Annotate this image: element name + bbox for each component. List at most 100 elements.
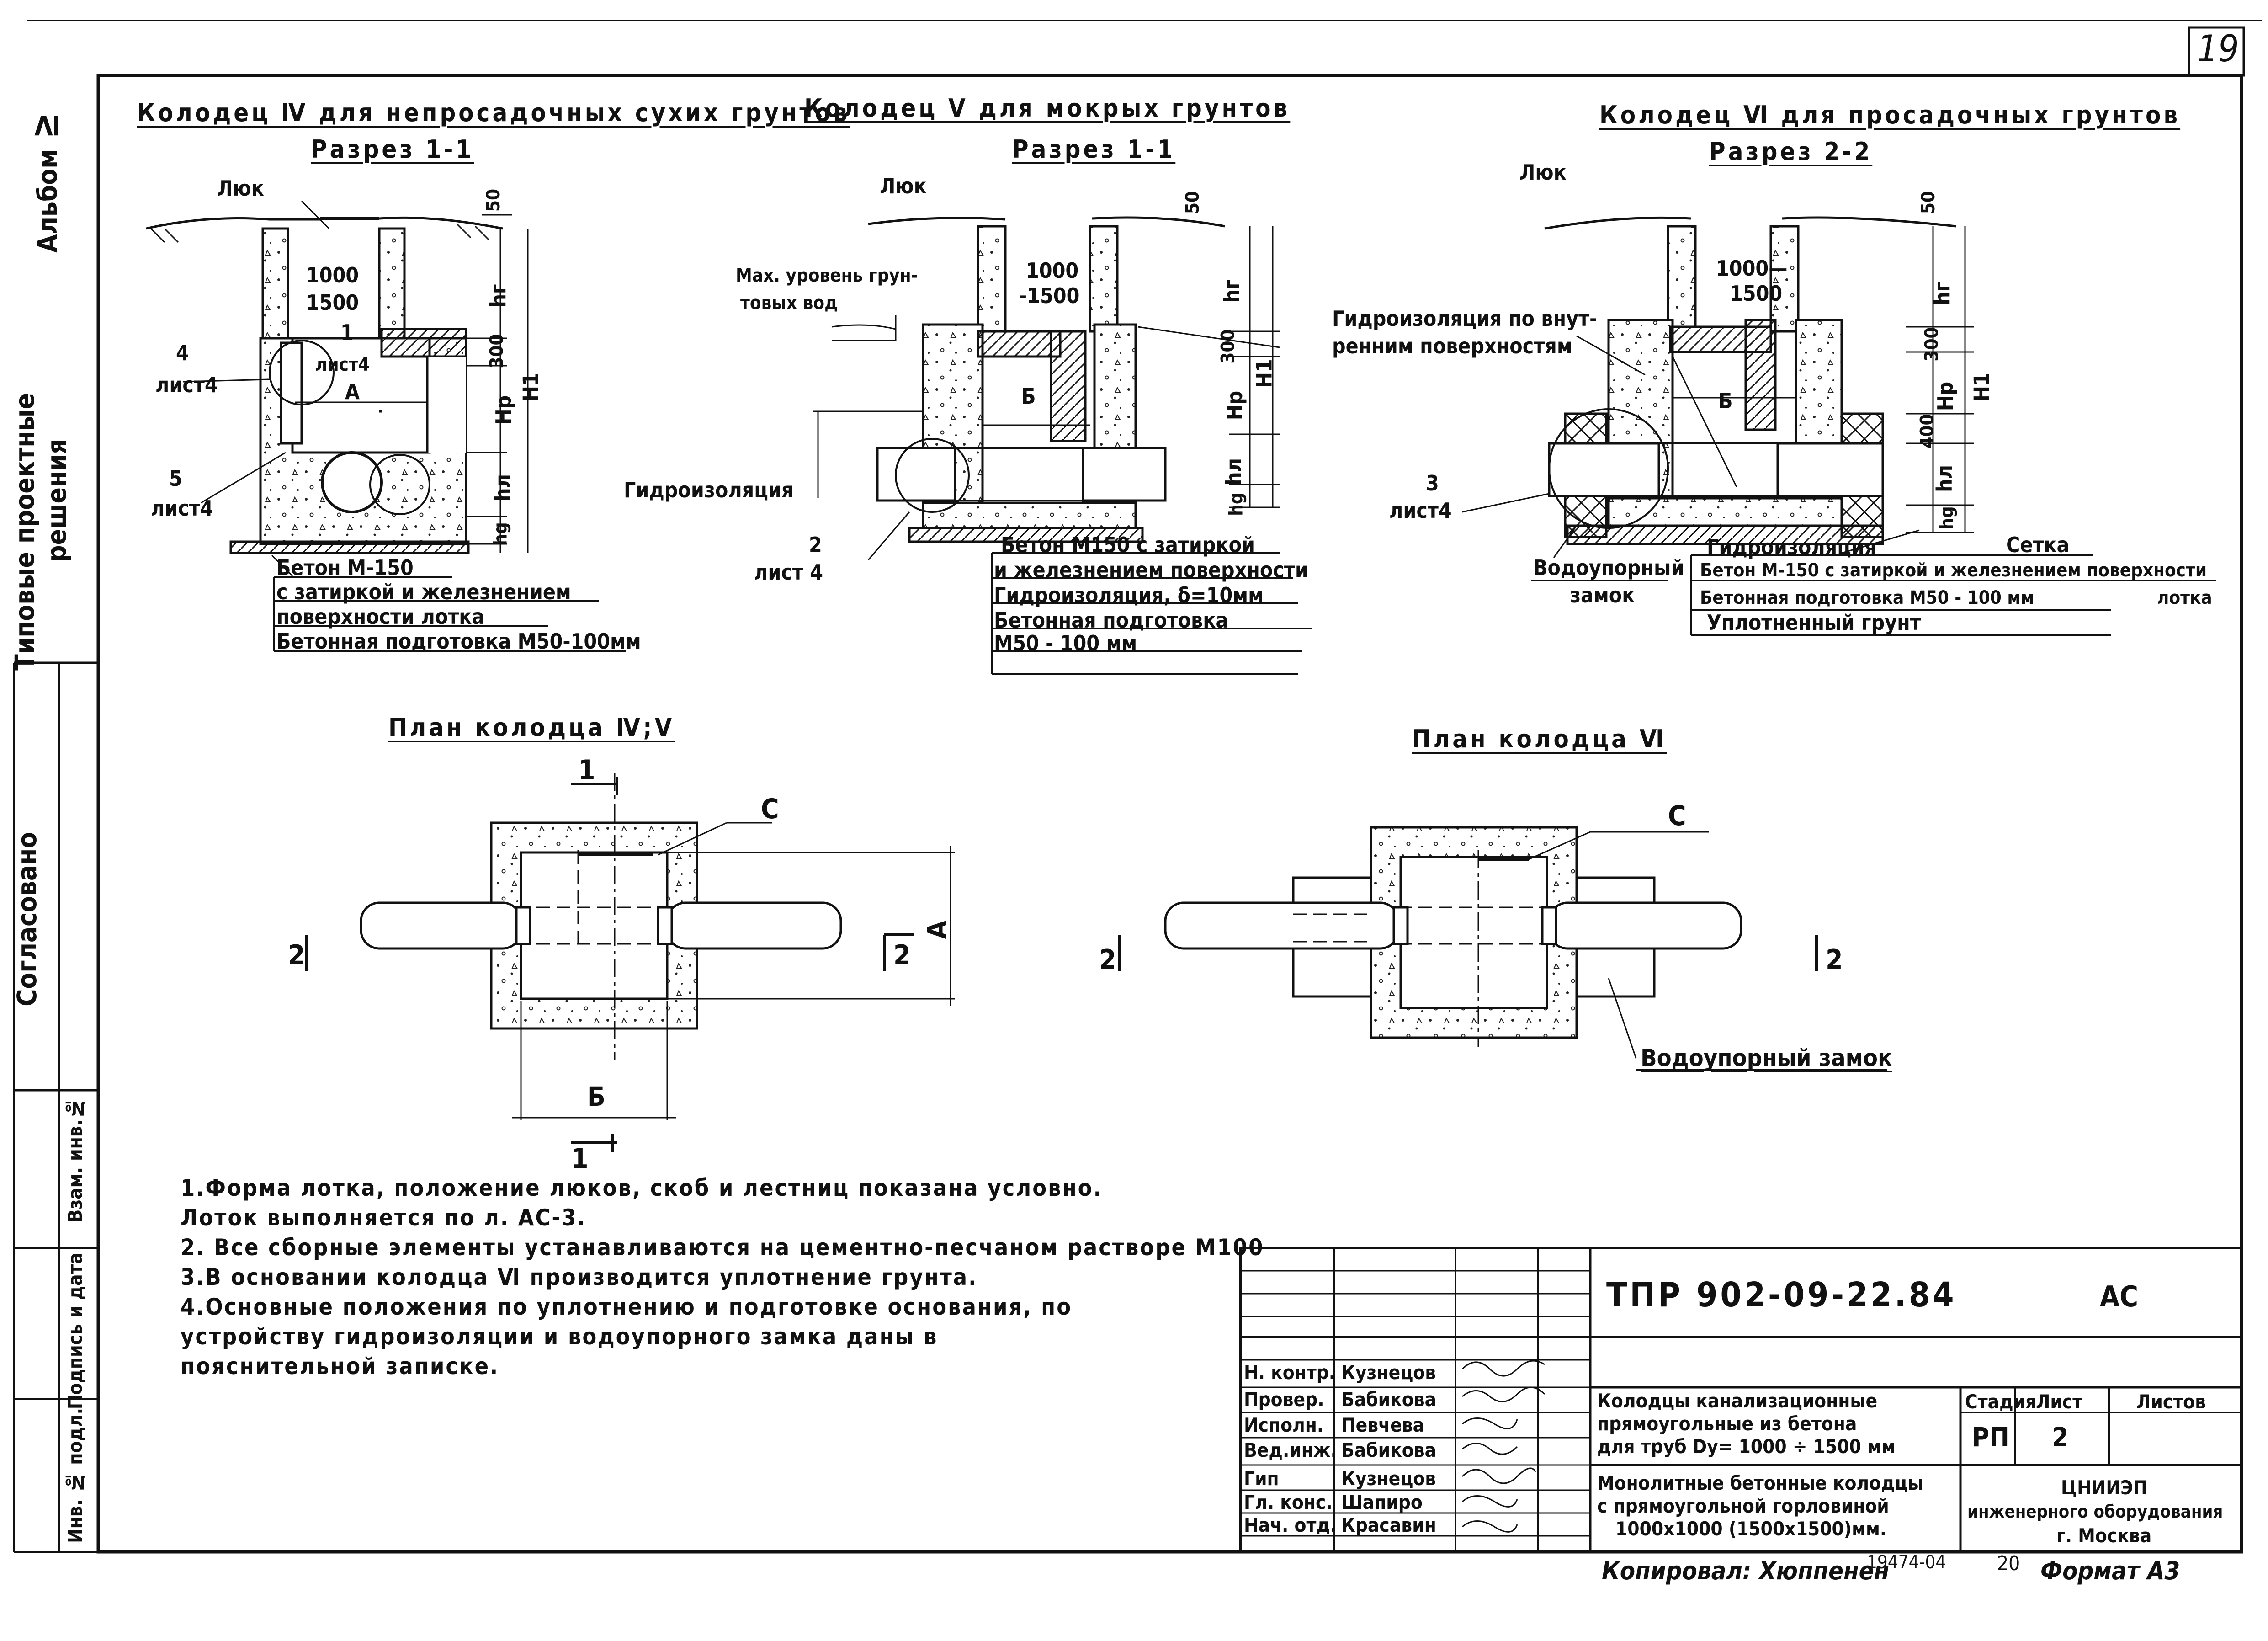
sheet-value: 2 bbox=[2052, 1422, 2069, 1453]
iv-ref5-sheet: лист4 bbox=[151, 496, 213, 521]
v-dim-300: 300 bbox=[1217, 329, 1239, 364]
vi-dim-H1: H1 bbox=[1969, 373, 1994, 402]
plan-iv-v-cut2-right: 2 bbox=[893, 939, 911, 971]
iv-size-1000: 1000 bbox=[306, 263, 359, 288]
vi-lock-1: Водоупорный bbox=[1533, 555, 1684, 580]
vi-legend-2: Бетон М-150 с затиркой и железнением пов… bbox=[1700, 560, 2207, 581]
format-label: Формат А3 bbox=[2040, 1556, 2180, 1585]
v-letter-B: Б bbox=[1021, 384, 1036, 409]
stamp-inv: Инв. № подл. bbox=[64, 1408, 86, 1543]
stamp-replace: Взам. инв.№ bbox=[64, 1097, 86, 1223]
org-1: ЦНИИЭП bbox=[2061, 1476, 2148, 1499]
role-2: Провер. bbox=[1244, 1388, 1324, 1411]
iv-dim-H1: H1 bbox=[518, 373, 543, 402]
v-legend-4: Бетонная подготовка bbox=[994, 608, 1229, 633]
sheet-name-2: с прямоугольной горловиной bbox=[1597, 1495, 1889, 1517]
vi-size-1000: 1000— bbox=[1716, 256, 1788, 281]
vi-legend-1: Гидроизоляция bbox=[1707, 535, 1877, 559]
plan-iv-v-cut1-bot: 1 bbox=[571, 1143, 589, 1175]
section-iv-subtitle: Разрез 1-1 bbox=[311, 135, 474, 164]
sheet-name-1: Монолитные бетонные колодцы bbox=[1597, 1472, 1923, 1494]
vi-legend-3: лотка bbox=[2157, 587, 2212, 608]
vi-mesh: Сетка bbox=[2006, 533, 2070, 557]
note-4b: устройству гидроизоляции и водоупорного … bbox=[181, 1323, 938, 1350]
v-size-1500: -1500 bbox=[1019, 283, 1080, 308]
vi-dim-400: 400 bbox=[1917, 414, 1938, 448]
org-3: г. Москва bbox=[2056, 1524, 2152, 1547]
role-1: Н. контр. bbox=[1244, 1361, 1336, 1384]
vi-dim-hg: hg bbox=[1936, 506, 1958, 530]
plan-vi-title: План колодца Ⅵ bbox=[1412, 725, 1667, 753]
v-legend-3: Гидроизоляция, δ=10мм bbox=[994, 583, 1264, 607]
vi-inner-wp-1: Гидроизоляция по внут- bbox=[1332, 306, 1598, 331]
iv-size-1500: 1500 bbox=[306, 290, 359, 315]
plan-vi-drawing bbox=[1118, 826, 1887, 1071]
section-vi-title: Колодец Ⅵ для просадочных грунтов bbox=[1599, 101, 2181, 129]
footer-number-2: 20 bbox=[1997, 1552, 2020, 1575]
v-dim-50: 50 bbox=[1182, 191, 1204, 214]
v-waterproof: Гидроизоляция bbox=[624, 478, 794, 502]
v-legend-2: и железнением поверхности bbox=[994, 558, 1308, 582]
vi-letter-B: Б bbox=[1718, 389, 1733, 413]
section-vi-drawing bbox=[1462, 216, 2216, 636]
iv-dim-hp: Hр bbox=[491, 395, 516, 425]
vi-dim-50: 50 bbox=[1918, 191, 1939, 214]
vi-ref3-sheet: лист4 bbox=[1389, 498, 1452, 523]
stamp-sign: Подпись и дата bbox=[64, 1252, 86, 1410]
name-2: Бабикова bbox=[1341, 1388, 1437, 1411]
v-dim-hl: hл bbox=[1221, 458, 1246, 485]
plan-iv-v-title: План колодца Ⅳ;Ⅴ bbox=[388, 713, 675, 742]
doc-code: ТПР 902-09-22.84 bbox=[1606, 1275, 1957, 1315]
sheet-header: Лист bbox=[2036, 1391, 2083, 1413]
name-4: Бабикова bbox=[1341, 1439, 1437, 1461]
iv-ref4: 4 bbox=[176, 341, 189, 365]
org-2: инженерного оборудования bbox=[1967, 1502, 2223, 1522]
role-3: Исполн. bbox=[1244, 1414, 1324, 1436]
sheet-frame bbox=[13, 20, 2262, 1554]
iv-legend-2: с затиркой и железнением bbox=[276, 580, 571, 604]
agreed-label: Согласовано bbox=[11, 832, 42, 1007]
iv-dim-300: 300 bbox=[486, 334, 508, 368]
plan-iv-v-cut2-left: 2 bbox=[288, 939, 305, 971]
footer-number: 19474-04 bbox=[1867, 1552, 1946, 1573]
plan-vi-cut2-right: 2 bbox=[1826, 944, 1843, 976]
vi-dim-300: 300 bbox=[1921, 327, 1943, 362]
series-line2: решения bbox=[41, 439, 72, 562]
doc-mark: АС bbox=[2100, 1280, 2139, 1313]
sheets-header: Листов bbox=[2136, 1391, 2206, 1413]
vi-legend-4: Бетонная подготовка М50 - 100 мм bbox=[1700, 587, 2034, 608]
vi-dim-hl: hл bbox=[1932, 465, 1957, 492]
title-block-lines bbox=[1239, 1247, 2243, 1553]
v-dim-hp: Hр bbox=[1222, 390, 1248, 421]
v-legend-5: М50 - 100 мм bbox=[994, 631, 1137, 655]
stage-header: Стадия bbox=[1965, 1391, 2037, 1413]
note-1b: Лоток выполняется по л. АС-3. bbox=[181, 1204, 587, 1231]
plan-iv-v-cut1-top: 1 bbox=[578, 754, 595, 786]
vi-hatch: Люк bbox=[1519, 160, 1567, 185]
page-number: 19 bbox=[2197, 27, 2239, 70]
iv-legend-3: поверхности лотка bbox=[276, 604, 485, 629]
v-legend-1: Бетон М150 с затиркой bbox=[1001, 533, 1255, 557]
role-6: Гл. конс. bbox=[1244, 1491, 1333, 1513]
name-6: Шапиро bbox=[1341, 1491, 1423, 1513]
iv-dim-50: 50 bbox=[483, 188, 505, 212]
iv-ref5: 5 bbox=[169, 466, 182, 491]
section-v-title: Колодец Ⅴ для мокрых грунтов bbox=[804, 94, 1291, 123]
v-dim-hr: hг bbox=[1219, 279, 1244, 303]
vi-inner-wp-2: ренним поверхностям bbox=[1332, 334, 1572, 358]
v-hatch: Люк bbox=[880, 174, 927, 198]
sheet-name-3: 1000х1000 (1500х1500)мм. bbox=[1615, 1518, 1887, 1540]
project-name-1: Колодцы канализационные bbox=[1597, 1390, 1878, 1412]
vi-dim-hp: Hр bbox=[1933, 381, 1958, 411]
project-name-3: для труб Dy= 1000 ÷ 1500 мм bbox=[1597, 1435, 1896, 1458]
section-v-drawing bbox=[813, 216, 1312, 675]
iv-dim-hg: hg bbox=[490, 522, 511, 546]
plan-iv-v-dim-A: A bbox=[921, 920, 953, 939]
name-7: Красавин bbox=[1341, 1514, 1436, 1536]
name-3: Певчева bbox=[1341, 1414, 1425, 1436]
vi-legend-5: Уплотненный грунт bbox=[1707, 610, 1921, 635]
series-line1: Типовые проектные bbox=[9, 393, 40, 671]
name-5: Кузнецов bbox=[1341, 1467, 1436, 1490]
iv-letter-A: A bbox=[345, 379, 360, 404]
